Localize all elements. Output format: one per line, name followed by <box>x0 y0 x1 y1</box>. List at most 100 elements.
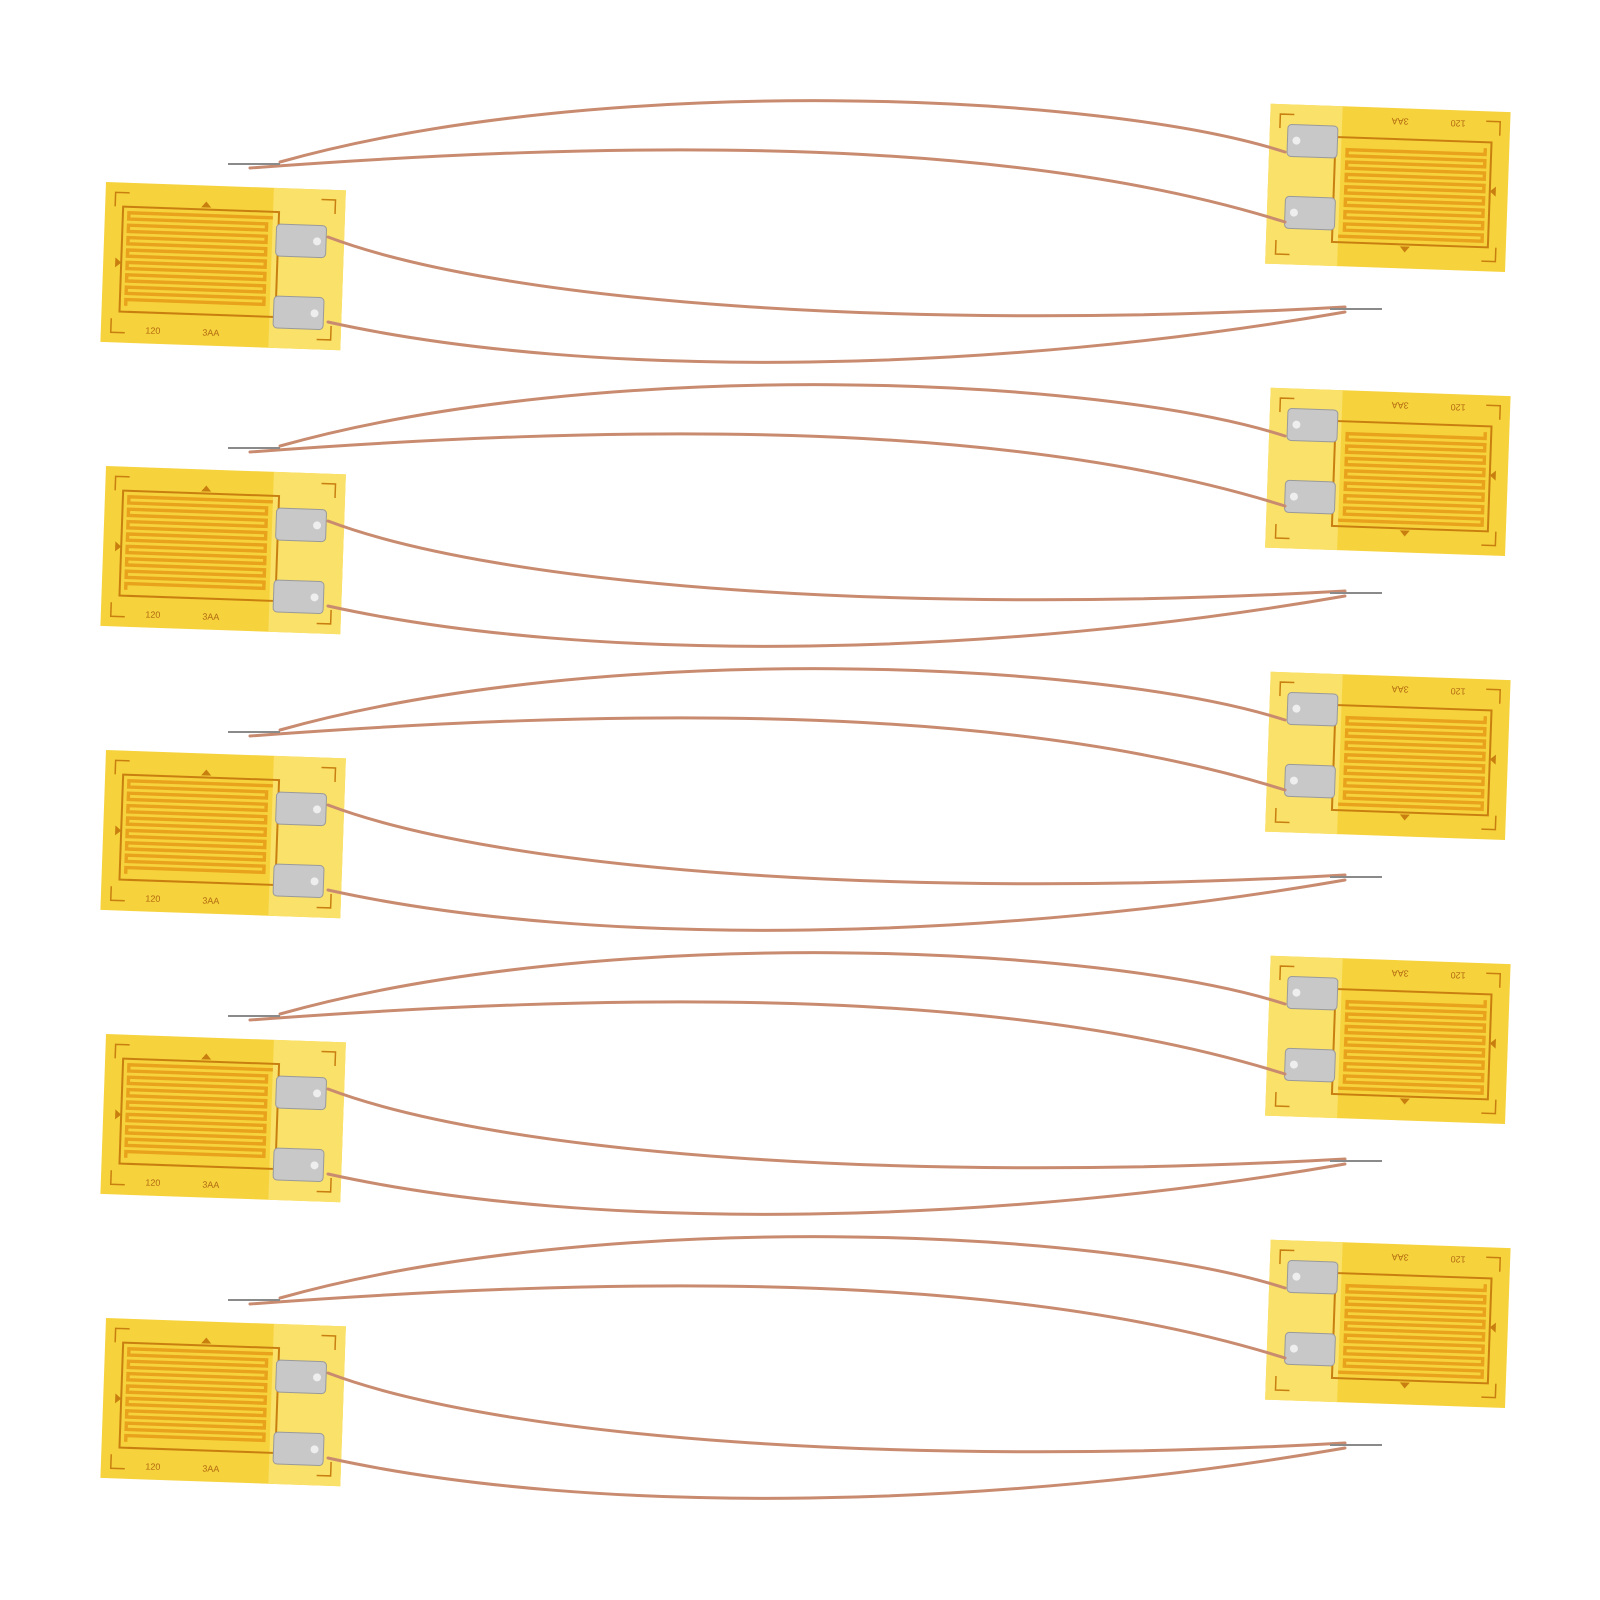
lead-wire <box>278 667 1287 732</box>
solder-pad <box>272 1431 325 1467</box>
gauge-resistance-label: 120 <box>1450 686 1465 697</box>
arrow-mark <box>201 201 212 208</box>
lead-wire <box>248 1284 1287 1360</box>
lead-wire <box>326 594 1347 648</box>
solder-joint <box>310 593 319 602</box>
solder-joint <box>313 521 322 530</box>
alignment-mark <box>1279 397 1295 413</box>
alignment-mark <box>1481 1099 1497 1115</box>
alignment-mark <box>1274 1375 1290 1392</box>
alignment-mark <box>1486 404 1502 420</box>
alignment-mark <box>1274 239 1290 256</box>
solder-joint <box>1292 136 1301 145</box>
alignment-mark <box>1274 807 1290 824</box>
alignment-mark <box>321 1334 337 1351</box>
arrow-mark <box>1399 814 1410 821</box>
grid-frame <box>118 489 281 603</box>
solder-pad <box>1284 763 1336 799</box>
solder-joint <box>310 877 319 886</box>
grid-frame <box>1330 703 1493 817</box>
solder-joint <box>310 1445 319 1454</box>
gauge-grid <box>1338 1283 1488 1379</box>
grid-frame <box>118 773 281 887</box>
arrow-mark <box>115 1393 122 1404</box>
gauge-model-label: 3AA <box>1392 400 1409 411</box>
gauge-model-label: 3AA <box>202 611 219 622</box>
gauge-resistance-label: 120 <box>1450 970 1465 981</box>
gauge-model-label: 3AA <box>1392 968 1409 979</box>
grid-frame <box>1330 419 1493 533</box>
alignment-mark <box>321 482 337 499</box>
grid-frame <box>118 1057 281 1171</box>
alignment-mark <box>1279 681 1295 697</box>
arrow-mark <box>1489 470 1496 481</box>
solder-joint <box>1292 420 1301 429</box>
alignment-mark <box>321 198 337 215</box>
lead-wire <box>326 1371 1347 1454</box>
gauge-resistance-label: 120 <box>1450 118 1465 129</box>
solder-pad <box>275 791 327 827</box>
alignment-mark <box>109 602 125 618</box>
alignment-mark <box>321 766 337 783</box>
solder-joint <box>313 805 322 814</box>
lead-wire <box>326 1162 1347 1216</box>
alignment-mark <box>1486 972 1502 988</box>
lead-wire <box>326 1446 1347 1500</box>
solder-pad <box>1284 1331 1336 1367</box>
solder-pad <box>1286 123 1339 159</box>
alignment-mark <box>321 1050 337 1067</box>
grid-frame <box>118 205 281 319</box>
gauge-grid <box>1338 715 1488 811</box>
arrow-mark <box>1489 754 1496 765</box>
gauge-resistance-label: 120 <box>1450 1254 1465 1265</box>
lead-wire <box>248 148 1287 224</box>
alignment-mark <box>109 1170 125 1186</box>
lead-wire <box>248 716 1287 792</box>
solder-joint <box>313 1373 322 1382</box>
arrow-mark <box>1489 186 1496 197</box>
alignment-mark <box>114 475 130 491</box>
arrow-mark <box>115 257 122 268</box>
lead-wire <box>278 99 1287 164</box>
solder-pad <box>1284 479 1336 515</box>
lead-wire <box>248 432 1287 508</box>
alignment-mark <box>1481 247 1497 263</box>
gauge-grid <box>123 211 273 307</box>
alignment-mark <box>1279 113 1295 129</box>
strain-gauge-right: 3AA 120 <box>1265 955 1511 1124</box>
solder-pad <box>275 507 327 543</box>
solder-joint <box>1292 1272 1301 1281</box>
gauge-resistance-label: 120 <box>145 893 160 904</box>
gauge-grid <box>123 495 273 591</box>
gauge-resistance-label: 120 <box>145 1461 160 1472</box>
arrow-mark <box>1399 246 1410 253</box>
gauge-model-label: 3AA <box>202 1179 219 1190</box>
alignment-mark <box>109 886 125 902</box>
solder-joint <box>310 309 319 318</box>
arrow-mark <box>1489 1038 1496 1049</box>
alignment-mark <box>1274 1091 1290 1108</box>
solder-joint <box>1292 704 1301 713</box>
solder-joint <box>1289 492 1298 501</box>
gauge-model-label: 3AA <box>1392 1252 1409 1263</box>
gauge-resistance-label: 120 <box>1450 402 1465 413</box>
solder-joint <box>313 1089 322 1098</box>
solder-pad <box>1286 407 1339 443</box>
alignment-mark <box>1486 120 1502 136</box>
solder-joint <box>1289 1344 1298 1353</box>
solder-joint <box>1289 1060 1298 1069</box>
solder-pad <box>1286 975 1339 1011</box>
alignment-mark <box>316 609 332 625</box>
alignment-mark <box>1481 531 1497 547</box>
arrow-mark <box>201 769 212 776</box>
alignment-mark <box>114 1043 130 1059</box>
gauge-resistance-label: 120 <box>145 1177 160 1188</box>
grid-frame <box>118 1341 281 1455</box>
gauge-grid <box>123 1063 273 1159</box>
solder-pad <box>1286 1259 1339 1295</box>
gauge-resistance-label: 120 <box>145 325 160 336</box>
